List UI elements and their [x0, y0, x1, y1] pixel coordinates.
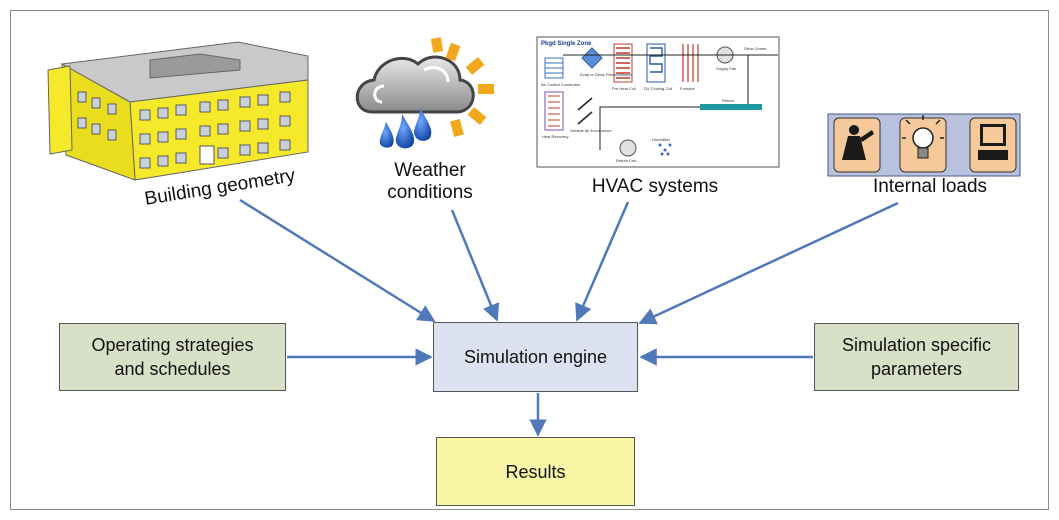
hvac-systems-label: HVAC systems	[591, 176, 719, 197]
svg-text:DX Cooling Coil: DX Cooling Coil	[644, 86, 672, 91]
svg-text:Air Cooled Condenser: Air Cooled Condenser	[541, 82, 581, 87]
arrow-loads-to-engine	[638, 201, 899, 325]
internal-loads-label: Internal loads	[872, 176, 988, 197]
svg-text:Return: Return	[722, 98, 734, 103]
simulation-parameters-box: Simulation specific parameters	[814, 323, 1019, 391]
arrow-hvac-to-engine	[575, 201, 630, 322]
svg-text:Outside Air Economizer: Outside Air Economizer	[570, 128, 612, 133]
svg-text:Other Zones: Other Zones	[744, 46, 766, 51]
person-icon	[842, 125, 874, 160]
operating-strategies-box: Operating strategies and schedules	[59, 323, 286, 391]
arrow-weather-to-engine	[450, 209, 500, 322]
svg-text:Supply Fan: Supply Fan	[716, 66, 736, 71]
svg-text:Humidifier: Humidifier	[652, 137, 671, 142]
building-illustration	[47, 41, 309, 181]
lightbulb-icon	[902, 115, 944, 159]
results-box: Results	[436, 437, 635, 506]
simulation-engine-box: Simulation engine	[433, 322, 638, 392]
svg-text:Furnace: Furnace	[680, 86, 695, 91]
hvac-schematic: Pkgd Single Zone Air Cooled Condenser Ev…	[536, 36, 780, 168]
arrows	[239, 198, 899, 437]
svg-text:Pkgd Single Zone: Pkgd Single Zone	[541, 41, 592, 47]
arrow-building-to-engine	[239, 198, 436, 323]
svg-text:Heat Recovery: Heat Recovery	[542, 134, 568, 139]
internal-loads-icons	[827, 113, 1021, 177]
svg-text:Pre Heat Coil: Pre Heat Coil	[612, 86, 636, 91]
svg-text:Return Fan: Return Fan	[616, 158, 636, 163]
computer-icon	[978, 124, 1008, 160]
weather-conditions-label: Weather conditions	[387, 160, 473, 203]
svg-text:Evap or Desic Preconditioner: Evap or Desic Preconditioner	[580, 72, 632, 77]
weather-icon	[355, 37, 494, 149]
